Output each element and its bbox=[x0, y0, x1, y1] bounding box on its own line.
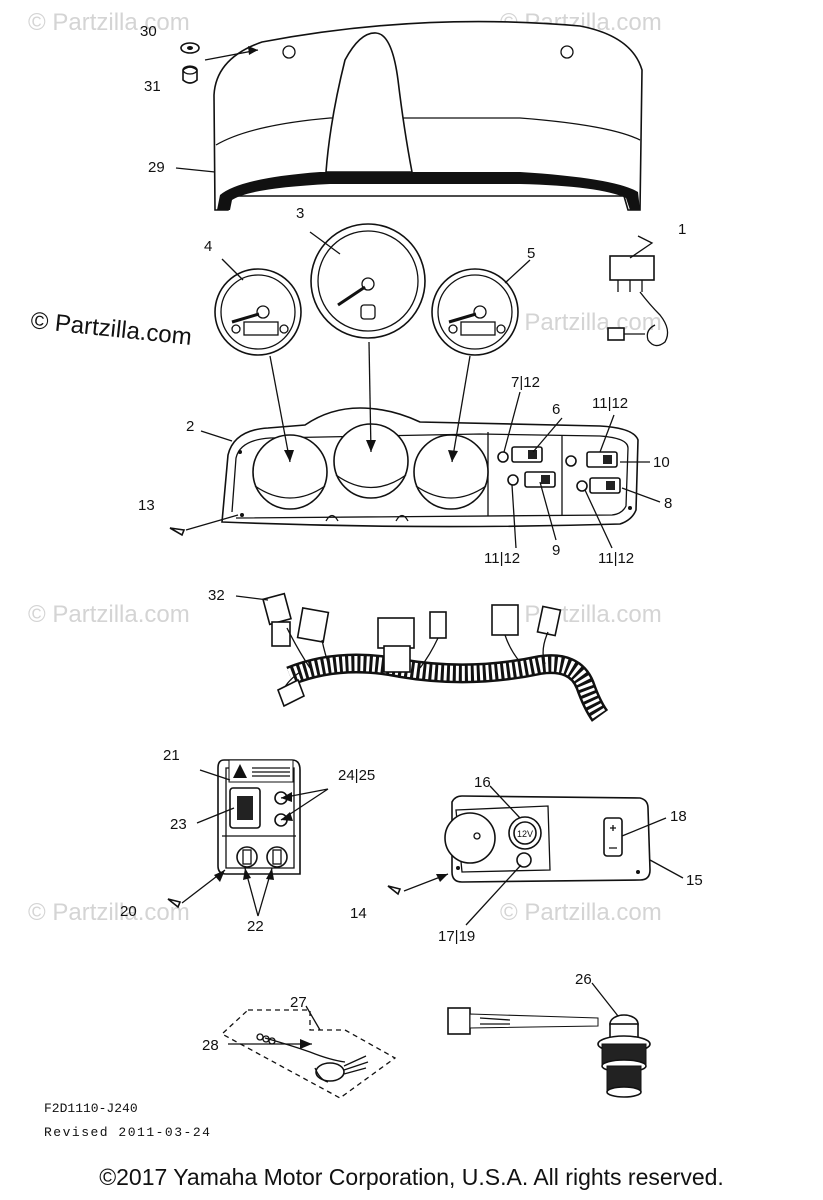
gauge-center bbox=[310, 223, 426, 339]
leader-lines bbox=[175, 167, 684, 1049]
callout-18: 18 bbox=[670, 808, 687, 825]
washer bbox=[180, 42, 200, 54]
relay bbox=[607, 255, 669, 347]
callout-24-25: 24|25 bbox=[338, 767, 375, 784]
callout-2: 2 bbox=[186, 418, 194, 435]
callout-13: 13 bbox=[138, 497, 155, 514]
callout-26: 26 bbox=[575, 971, 592, 988]
watermark: © Partzilla.com bbox=[28, 601, 190, 628]
callout-23: 23 bbox=[170, 816, 187, 833]
gauge-left bbox=[214, 268, 302, 356]
callout-17-19: 17|19 bbox=[438, 928, 475, 945]
callout-30: 30 bbox=[140, 23, 157, 40]
watermark: © Partzilla.com bbox=[500, 899, 662, 926]
callout-11-12-top: 11|12 bbox=[592, 395, 628, 412]
revision-date: Revised 2011-03-24 bbox=[44, 1125, 211, 1140]
callout-15: 15 bbox=[686, 872, 703, 889]
outlet-label: 12V bbox=[517, 829, 533, 839]
watermark: © Partzilla.com bbox=[500, 601, 662, 628]
callout-11-12-right: 11|12 bbox=[598, 550, 634, 567]
callout-labels: 30 31 29 3 4 5 1 2 7|12 6 11|12 10 8 13 … bbox=[120, 23, 703, 1054]
callout-20: 20 bbox=[120, 903, 137, 920]
watermark-main: © Partzilla.com bbox=[29, 307, 193, 351]
switch-panel bbox=[217, 759, 301, 875]
sensor bbox=[447, 1007, 651, 1098]
screw bbox=[387, 885, 402, 896]
callout-1: 1 bbox=[678, 221, 686, 238]
callout-3: 3 bbox=[296, 205, 304, 222]
callout-21: 21 bbox=[163, 747, 180, 764]
callout-4: 4 bbox=[204, 238, 212, 255]
callout-5: 5 bbox=[527, 245, 535, 262]
callout-14: 14 bbox=[350, 905, 367, 922]
callout-16: 16 bbox=[474, 774, 491, 791]
outlet-panel: 12V bbox=[444, 795, 651, 883]
callout-8: 8 bbox=[664, 495, 672, 512]
callout-9: 9 bbox=[552, 542, 560, 559]
callout-28: 28 bbox=[202, 1037, 219, 1054]
switch-kit bbox=[220, 1009, 397, 1099]
screw bbox=[169, 527, 186, 537]
screw bbox=[167, 898, 182, 909]
watermark: © Partzilla.com bbox=[28, 899, 190, 926]
gauge-right bbox=[431, 268, 519, 356]
callout-10: 10 bbox=[653, 454, 670, 471]
copyright-notice: ©2017 Yamaha Motor Corporation, U.S.A. A… bbox=[99, 1164, 724, 1190]
nut bbox=[182, 65, 198, 84]
watermark: © Partzilla.com bbox=[500, 309, 662, 336]
callout-27: 27 bbox=[290, 994, 307, 1011]
callout-11-12-left: 11|12 bbox=[484, 550, 520, 567]
wiring-harness bbox=[262, 592, 609, 722]
diagram-code: F2D1110-J240 bbox=[44, 1101, 138, 1116]
callout-7-12: 7|12 bbox=[511, 374, 540, 391]
callout-29: 29 bbox=[148, 159, 165, 176]
callout-22: 22 bbox=[247, 918, 264, 935]
callout-31: 31 bbox=[144, 78, 161, 95]
meter-panel bbox=[221, 407, 639, 528]
callout-32: 32 bbox=[208, 587, 225, 604]
dash-cover bbox=[213, 20, 643, 211]
watermark: © Partzilla.com bbox=[28, 9, 190, 36]
callout-6: 6 bbox=[552, 401, 560, 418]
